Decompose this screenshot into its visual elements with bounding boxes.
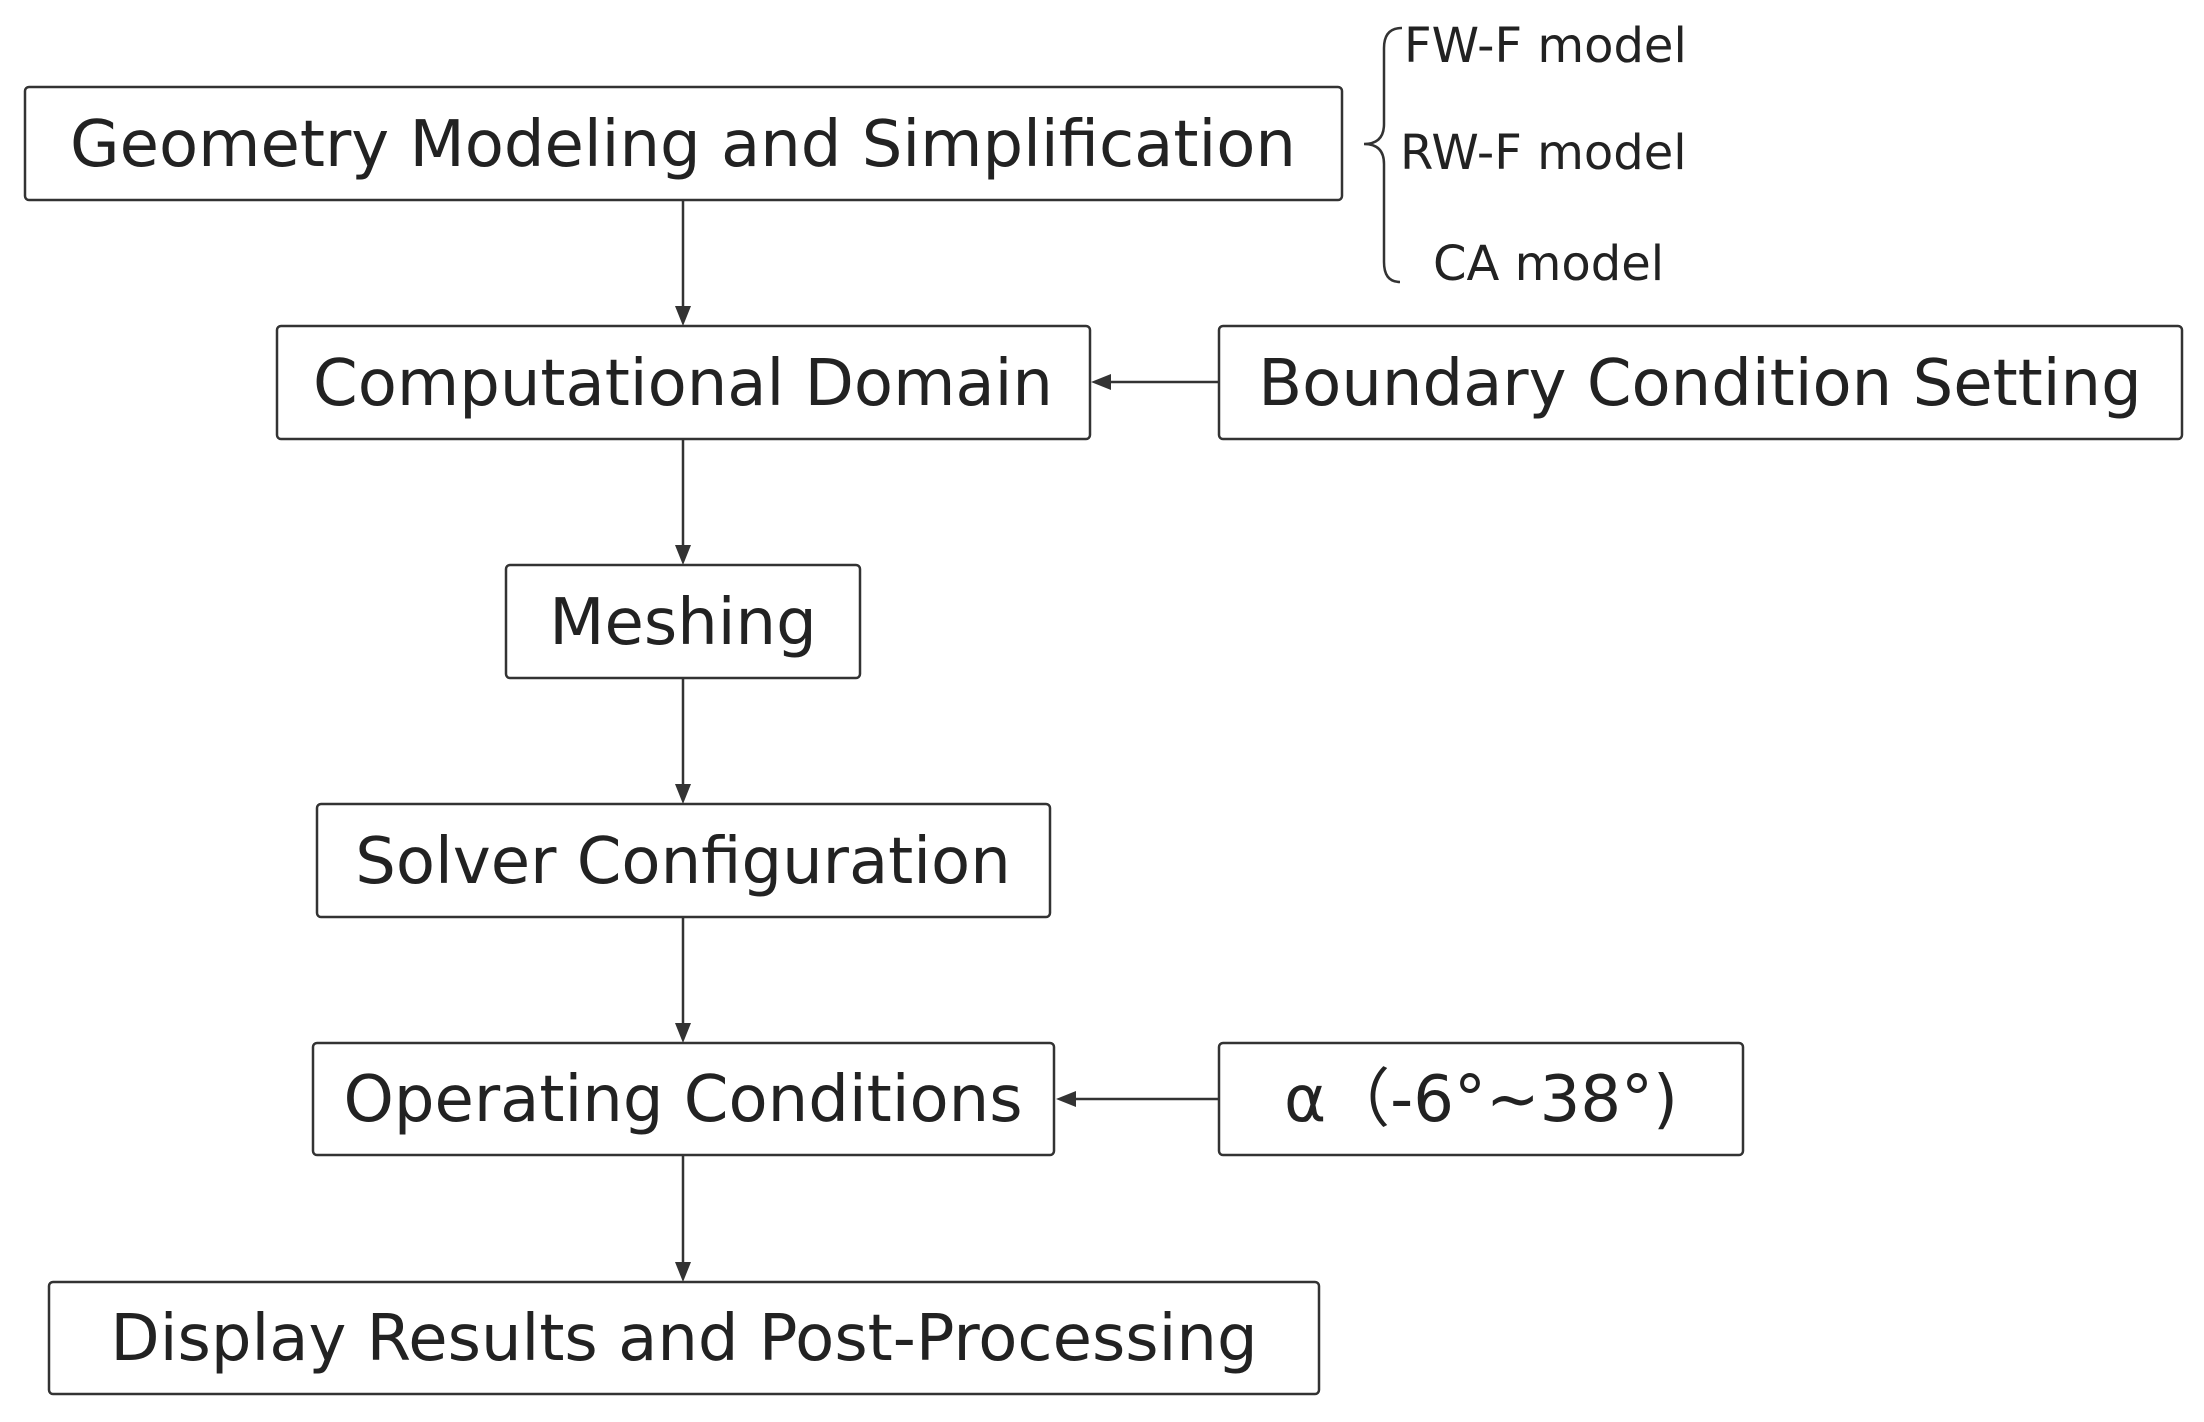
edge-operating-to-display — [675, 1156, 691, 1282]
model-label-ca: CA model — [1433, 236, 1664, 292]
model-label-fw-f: FW-F model — [1404, 18, 1687, 74]
model-brace — [1363, 26, 1403, 284]
node-solver-configuration: Solver Configuration — [315, 802, 1052, 919]
node-operating-conditions: Operating Conditions — [311, 1041, 1056, 1157]
edge-meshing-to-solver — [675, 679, 691, 804]
node-computational-domain-label: Computational Domain — [313, 347, 1053, 421]
node-alpha-range-label: α（-6°~38°) — [1284, 1063, 1678, 1137]
node-solver-configuration-label: Solver Configuration — [355, 825, 1011, 899]
edge-alpha-to-operating — [1056, 1091, 1219, 1107]
edge-boundary-to-domain — [1091, 374, 1219, 390]
node-display-results-label: Display Results and Post-Processing — [110, 1302, 1257, 1376]
edge-geometry-to-domain — [675, 201, 691, 326]
node-boundary-condition-label: Boundary Condition Setting — [1258, 347, 2141, 421]
model-label-rw-f: RW-F model — [1400, 125, 1687, 181]
node-operating-conditions-label: Operating Conditions — [343, 1063, 1022, 1137]
node-meshing-label: Meshing — [549, 586, 816, 660]
node-computational-domain: Computational Domain — [275, 324, 1092, 441]
edge-solver-to-operating — [675, 918, 691, 1043]
node-geometry-modeling-label: Geometry Modeling and Simplification — [70, 108, 1296, 182]
edges — [675, 201, 1219, 1282]
node-meshing: Meshing — [504, 563, 862, 680]
node-display-results: Display Results and Post-Processing — [47, 1280, 1321, 1396]
node-boundary-condition: Boundary Condition Setting — [1217, 324, 2184, 441]
node-alpha-range: α（-6°~38°) — [1217, 1041, 1745, 1157]
edge-domain-to-meshing — [675, 440, 691, 565]
node-geometry-modeling: Geometry Modeling and Simplification — [23, 85, 1344, 202]
